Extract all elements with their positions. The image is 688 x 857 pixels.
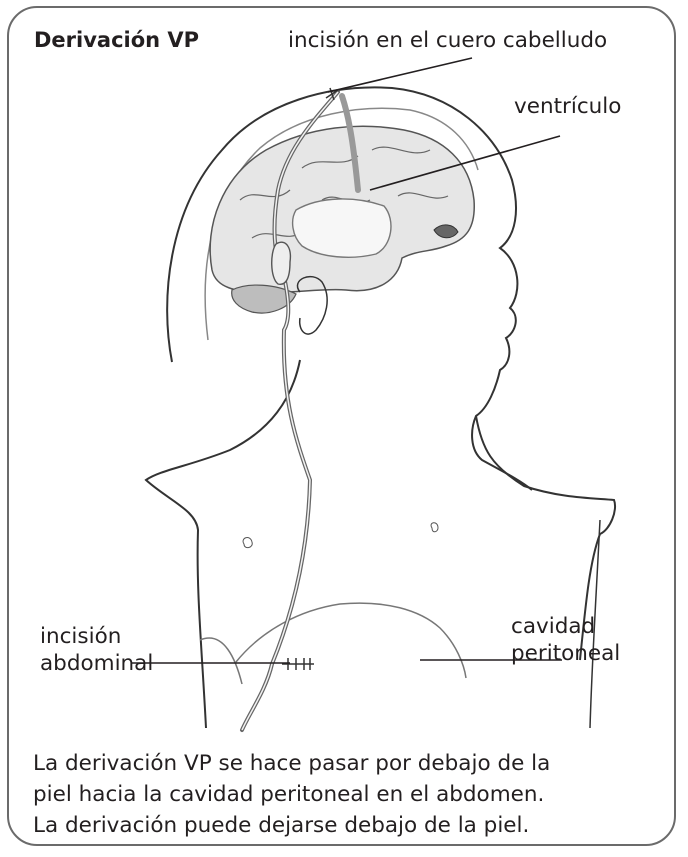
ribcage-left — [200, 638, 242, 684]
ventricle — [293, 199, 391, 257]
caption-line: piel hacia la cavidad peritoneal en el a… — [33, 779, 673, 810]
label-scalp-incision: incisión en el cuero cabelludo — [288, 28, 607, 55]
label-peritoneal-line-2: peritoneal — [511, 641, 620, 668]
label-abdominal-line-1: incisión — [40, 624, 153, 651]
leader-scalp — [328, 58, 472, 92]
caption-line: La derivación VP se hace pasar por debaj… — [33, 748, 673, 779]
abdominal-incision-mark — [282, 658, 314, 670]
label-ventricle: ventrículo — [514, 94, 621, 121]
navel-left — [243, 538, 252, 548]
label-peritoneal-cavity: cavidad peritoneal — [511, 614, 620, 668]
navel-right — [431, 523, 438, 532]
shunt-valve — [272, 242, 291, 284]
label-peritoneal-line-1: cavidad — [511, 614, 620, 641]
label-abdominal-incision: incisión abdominal — [40, 624, 153, 678]
torso-left — [146, 360, 300, 728]
label-abdominal-line-2: abdominal — [40, 651, 153, 678]
caption-line: La derivación puede dejarse debajo de la… — [33, 810, 673, 841]
figure-title: Derivación VP — [34, 28, 199, 52]
figure-caption: La derivación VP se hace pasar por debaj… — [33, 748, 673, 841]
